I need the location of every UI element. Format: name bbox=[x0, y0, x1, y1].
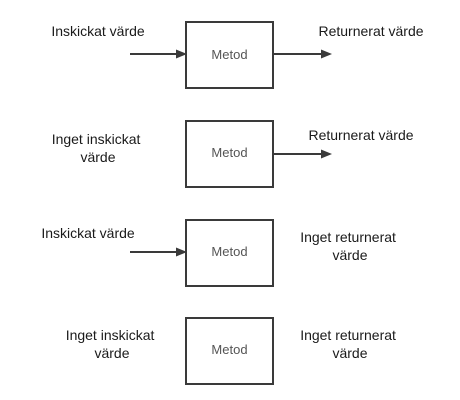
input-arrow-1 bbox=[130, 49, 187, 59]
input-label-3: Inskickat värde bbox=[41, 225, 135, 241]
output-label-3-line-1: Inget returnerat bbox=[300, 229, 396, 245]
method-box-2 bbox=[185, 120, 274, 188]
output-label-4-line-2: värde bbox=[332, 345, 367, 361]
diagram-row-1: Inskickat värde Metod Returnerat värde bbox=[51, 21, 424, 89]
output-label-3: Inget returnerat värde bbox=[300, 229, 400, 263]
input-label-4-line-1: Inget inskickat bbox=[66, 327, 155, 343]
diagram-row-4: Inget inskickat värde Metod Inget return… bbox=[66, 317, 400, 385]
method-label-2: Metod bbox=[211, 145, 247, 160]
method-label-3: Metod bbox=[211, 244, 247, 259]
output-label-1: Returnerat värde bbox=[318, 23, 423, 39]
input-label-2-line-1: Inget inskickat bbox=[52, 131, 141, 147]
output-label-4-line-1: Inget returnerat bbox=[300, 327, 396, 343]
method-label-1: Metod bbox=[211, 47, 247, 62]
output-label-4: Inget returnerat värde bbox=[300, 327, 400, 361]
input-label-2-line-2: värde bbox=[80, 149, 115, 165]
output-arrow-1 bbox=[273, 49, 332, 59]
method-label-4: Metod bbox=[211, 342, 247, 357]
method-box-4 bbox=[185, 317, 274, 385]
input-label-2: Inget inskickat värde bbox=[52, 131, 145, 165]
diagram-row-2: Inget inskickat värde Metod Returnerat v… bbox=[52, 120, 414, 188]
input-label-4: Inget inskickat värde bbox=[66, 327, 159, 361]
method-box-3 bbox=[185, 219, 274, 287]
input-label-4-line-2: värde bbox=[94, 345, 129, 361]
output-label-2: Returnerat värde bbox=[308, 127, 413, 143]
output-label-3-line-2: värde bbox=[332, 247, 367, 263]
diagram-row-3: Inskickat värde Metod Inget returnerat v… bbox=[41, 219, 400, 287]
input-arrow-3 bbox=[130, 247, 187, 257]
output-arrow-2 bbox=[273, 149, 332, 159]
input-label-1: Inskickat värde bbox=[51, 23, 145, 39]
